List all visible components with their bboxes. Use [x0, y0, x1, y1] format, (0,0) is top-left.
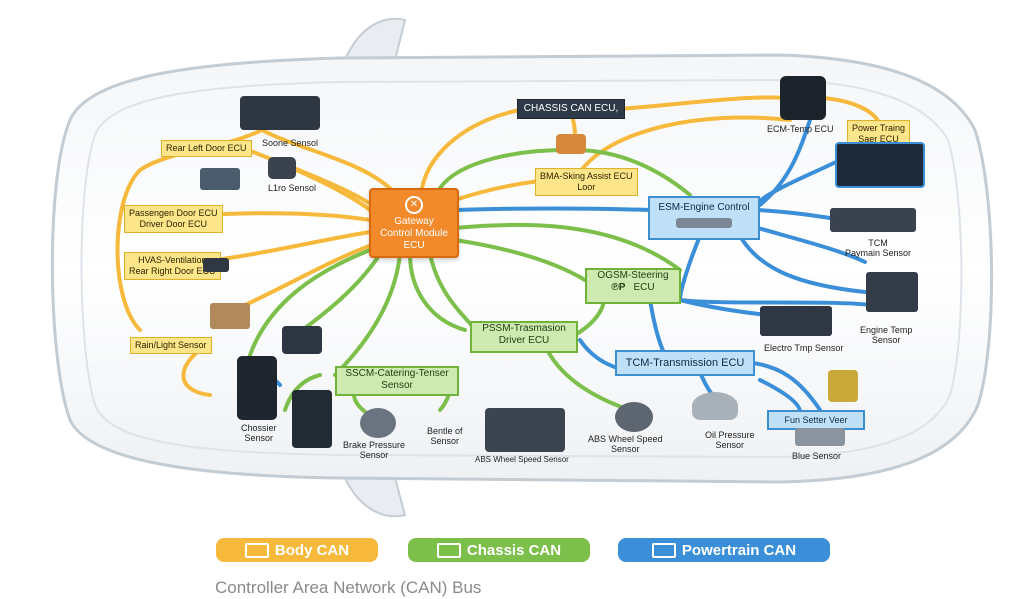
engine-temp-label-1: Engine Temp [860, 325, 913, 335]
brake-sensor-device[interactable] [360, 408, 396, 438]
abs-bottom-label: ABS Wheel Speed Sensor [475, 455, 569, 464]
bma-label-2: Loor [577, 181, 596, 192]
ecm-temp-label: ECM-Temp ECU [767, 124, 834, 134]
passenger-door-ecu[interactable]: Passengen Door ECU Driver Door ECU [124, 205, 223, 233]
control-panel-device[interactable] [292, 390, 332, 448]
abs-wheel-device[interactable] [615, 402, 653, 432]
chassis-sensor-label-1: Chossier [241, 423, 277, 433]
brake-label-2: Sensor [359, 450, 389, 461]
gateway-label-1: Gateway [394, 216, 434, 227]
esm-label: ESM-Engine Control [658, 202, 750, 213]
engine-temp-device[interactable] [866, 272, 918, 312]
rain-light-sensor[interactable]: Rain/Light Sensor [130, 337, 212, 354]
switch-panel-device[interactable] [282, 326, 322, 354]
gateway-label-3: ECU [403, 240, 425, 251]
fun-setter-sensor[interactable]: Fun Setter Veer Sensor [767, 410, 865, 441]
blue-sensor-device[interactable] [795, 428, 845, 446]
brake-label-1: Brake Pressure [343, 440, 406, 450]
oil-label-2: Sensor [715, 440, 745, 451]
sscm-catering-sensor[interactable]: SSCM-Catering-Tenser Sensor [335, 366, 459, 396]
legend-body-can: Body CAN [216, 538, 378, 562]
oil-pressure-device[interactable] [692, 392, 738, 420]
abs-module-device[interactable] [485, 408, 565, 452]
sscm-label-1: SSCM-Catering-Tenser [345, 368, 449, 379]
bottle-sensor-label: Bentle of Sensor [427, 426, 463, 447]
chassis-sensor-label-2: Sensor [244, 433, 274, 444]
ogsm-steering-ecu[interactable]: OGSM-Steering ℗P ECU [585, 268, 681, 304]
chassis-sensor-label: Chossier Sensor [241, 423, 277, 444]
ecm-temp-device[interactable] [780, 76, 826, 120]
body-can-icon [244, 542, 269, 558]
ogsm-label-1: OGSM-Steering [597, 270, 669, 281]
legend-powertrain-can: Powertrain CAN [618, 538, 830, 562]
brake-pressure-label: Brake Pressure Sensor [343, 440, 405, 461]
car-inner-line [80, 78, 963, 459]
bma-label-1: BMA-Sking Assist ECU [540, 171, 633, 181]
diagram-caption: Controller Area Network (CAN) Bus [215, 578, 482, 597]
mirror-bottom [343, 477, 407, 518]
legend-powertrain-label: Powertrain CAN [681, 541, 797, 559]
tcm-label: TCM Paymain Sensor [845, 238, 911, 259]
l1-sensor-device[interactable] [268, 157, 296, 179]
power-display-device[interactable] [835, 142, 925, 188]
ogsm-label-row: ℗P ECU [587, 282, 679, 294]
gateway-control-module[interactable]: ✕ Gateway Control Module ECU [369, 188, 459, 258]
door-module-device[interactable] [200, 168, 240, 190]
ogsm-glyph-icon: ℗P [611, 282, 626, 293]
legend-body-label: Body CAN [274, 541, 350, 559]
tcm-label-1: TCM [868, 238, 888, 248]
abs-mid-label-2: Sensor [611, 444, 640, 455]
chassis-can-ecu-box[interactable]: CHASSIS CAN ECU, [517, 99, 625, 119]
tcm-transmission-ecu[interactable]: TCM-Transmission ECU [615, 350, 755, 376]
tcm-device[interactable] [830, 208, 916, 232]
oil-label-1: Oil Pressure [705, 430, 755, 440]
passenger-door-label: Passengen Door ECU [129, 208, 218, 218]
driver-door-label: Driver Door ECU [139, 218, 208, 229]
oil-pressure-label: Oil Pressure Sensor [705, 430, 755, 451]
power-label-2: Saer ECU [858, 133, 899, 144]
blue-sensor-label: Blue Sensor [792, 451, 842, 461]
fun-setter-device[interactable] [828, 370, 858, 402]
bottle-label-2: Sensor [430, 436, 460, 447]
esm-engine-control[interactable]: ESM-Engine Control [648, 196, 760, 240]
pssm-label-1: PSSM-Trasmasion [482, 323, 566, 334]
gateway-label-2: Control Module [380, 228, 448, 239]
rear-left-door-ecu[interactable]: Rear Left Door ECU [161, 140, 252, 157]
tcm-label-2: Paymain Sensor [845, 248, 912, 259]
pssm-transmission-ecu[interactable]: PSSM-Trasmasion Driver ECU [470, 321, 578, 353]
sscm-label-2: Sensor [381, 380, 413, 391]
electro-temp-device[interactable] [760, 306, 832, 336]
body-controller-device[interactable] [210, 303, 250, 329]
mirror-top [343, 17, 407, 61]
esm-connector-icon [676, 218, 732, 228]
chassis-can-icon [436, 542, 461, 558]
chassis-sensor-device[interactable] [237, 356, 277, 420]
hvac-label-2: Rear Right Door ECU [129, 265, 216, 276]
ogsm-label-2: ECU [633, 282, 655, 293]
bottle-label-1: Bentle of [427, 426, 463, 436]
l1-sensor-label: L1ro Sensol [268, 183, 317, 193]
gateway-x-icon: ✕ [405, 196, 423, 214]
scene-sensor-label: Soone Sensol [262, 138, 319, 148]
legend-chassis-label: Chassis CAN [466, 541, 562, 559]
hvac-connector-device[interactable] [203, 258, 229, 272]
scene-sensor-device[interactable] [240, 96, 320, 130]
abs-mid-label: ABS Wheel Speed Sensor [588, 434, 663, 455]
pssm-label-2: Driver ECU [498, 335, 550, 346]
engine-temp-label-2: Sensor [871, 335, 901, 346]
electro-temp-label: Electro Tmp Sensor [764, 343, 844, 353]
abs-mid-label-1: ABS Wheel Speed [588, 434, 663, 444]
bma-connector-device[interactable] [556, 134, 586, 154]
power-label-1: Power Traing [852, 123, 906, 133]
engine-temp-label: Engine Temp Sensor [860, 325, 912, 346]
powertrain-can-icon [651, 542, 676, 558]
chassis-can-wires [248, 148, 692, 420]
legend-chassis-can: Chassis CAN [408, 538, 590, 562]
bma-skiing-assist-ecu[interactable]: BMA-Sking Assist ECU Loor [535, 168, 638, 196]
hvac-label-1: HVAS-Ventilation [138, 255, 207, 265]
